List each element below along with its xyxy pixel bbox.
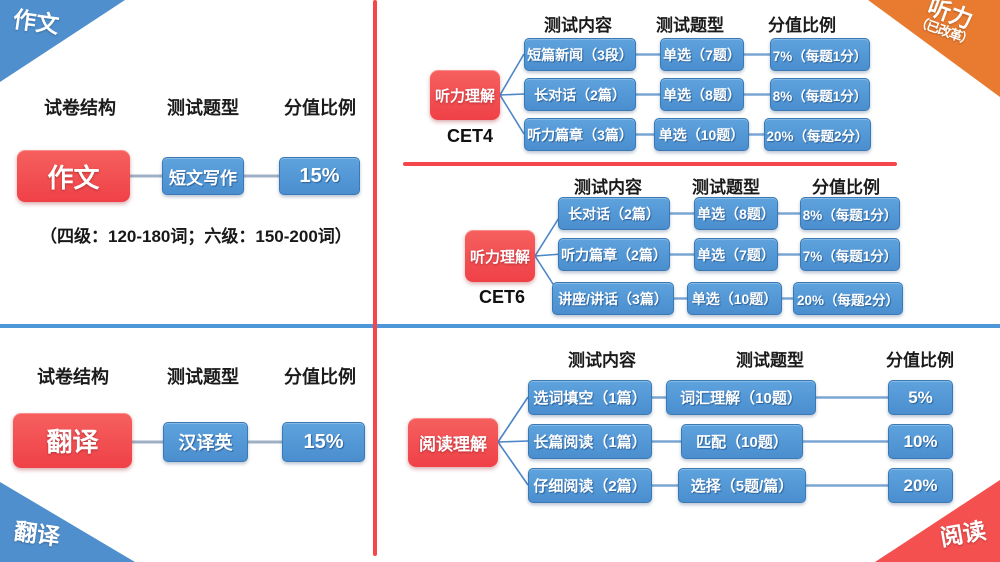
cet6-row3-content-box: 讲座/讲话（3篇） <box>552 282 674 315</box>
divider-horizontal-red <box>403 162 897 166</box>
cet4-row3-content-box: 听力篇章（3篇） <box>524 118 636 151</box>
translation-header-structure: 试卷结构 <box>37 367 109 387</box>
translation-type-box: 汉译英 <box>163 422 248 462</box>
translation-header-type: 测试题型 <box>167 367 239 387</box>
reading-row3-content-box: 仔细阅读（2篇） <box>528 468 652 503</box>
cet6-row1-content-box: 长对话（2篇） <box>558 197 670 230</box>
writing-header-score: 分值比例 <box>284 98 356 118</box>
cet6-label: CET6 <box>479 287 526 307</box>
cet4-header-score: 分值比例 <box>768 16 836 35</box>
cet4-row2-score-box: 8%（每题1分） <box>770 78 870 111</box>
divider-vertical-red <box>373 0 377 556</box>
writing-type-box: 短文写作 <box>162 157 244 195</box>
cet4-row1-content-box: 短篇新闻（3段） <box>524 38 636 71</box>
cet4-header-type: 测试题型 <box>656 16 724 35</box>
reading-row2-type-box: 匹配（10题） <box>681 424 803 459</box>
cet6-header-score: 分值比例 <box>812 178 880 197</box>
reading-header-type: 测试题型 <box>736 351 804 370</box>
divider-horizontal-blue <box>0 324 1000 328</box>
cet6-row3-score-box: 20%（每题2分） <box>793 282 903 315</box>
reading-row1-content-box: 选词填空（1篇） <box>528 380 652 415</box>
writing-note: （四级：120-180词；六级：150-200词） <box>40 227 352 246</box>
cet6-row3-type-box: 单选（10题） <box>687 282 782 315</box>
translation-root-box: 翻译 <box>13 413 132 468</box>
reading-header-score: 分值比例 <box>886 351 954 370</box>
reading-root-box: 阅读理解 <box>408 418 498 467</box>
writing-header-type: 测试题型 <box>167 98 239 118</box>
cet4-row1-type-box: 单选（7题） <box>660 38 744 71</box>
cet6-row1-type-box: 单选（8题） <box>694 197 778 230</box>
cet4-header-content: 测试内容 <box>544 16 612 35</box>
writing-score-box: 15% <box>279 157 360 195</box>
reading-row2-content-box: 长篇阅读（1篇） <box>528 424 652 459</box>
translation-score-box: 15% <box>282 422 365 462</box>
writing-root-box: 作文 <box>17 150 130 202</box>
cet4-row3-type-box: 单选（10题） <box>654 118 749 151</box>
reading-row3-score-box: 20% <box>888 468 953 503</box>
cet4-root-box: 听力理解 <box>430 70 500 120</box>
cet4-label: CET4 <box>447 126 494 146</box>
reading-header-content: 测试内容 <box>568 351 636 370</box>
reading-row1-type-box: 词汇理解（10题） <box>666 380 816 415</box>
cet6-row1-score-box: 8%（每题1分） <box>800 197 900 230</box>
reading-row3-type-box: 选择（5题/篇） <box>678 468 806 503</box>
cet6-header-type: 测试题型 <box>692 178 760 197</box>
cet6-row2-content-box: 听力篇章（2篇） <box>558 238 670 271</box>
writing-header-structure: 试卷结构 <box>44 98 116 118</box>
cet4-row2-type-box: 单选（8题） <box>660 78 744 111</box>
cet6-row2-type-box: 单选（7题） <box>694 238 778 271</box>
reading-row2-score-box: 10% <box>888 424 953 459</box>
cet6-header-content: 测试内容 <box>574 178 642 197</box>
cet4-row2-content-box: 长对话（2篇） <box>524 78 636 111</box>
cet6-root-box: 听力理解 <box>465 230 535 282</box>
cet6-row2-score-box: 7%（每题1分） <box>800 238 900 271</box>
translation-header-score: 分值比例 <box>284 367 356 387</box>
cet4-row3-score-box: 20%（每题2分） <box>764 118 871 151</box>
reading-row1-score-box: 5% <box>888 380 953 415</box>
cet4-row1-score-box: 7%（每题1分） <box>770 38 870 71</box>
